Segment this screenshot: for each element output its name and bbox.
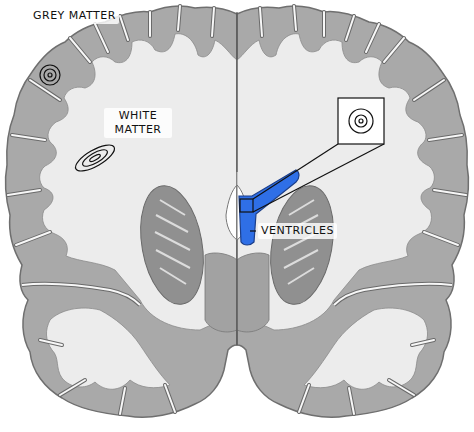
white-matter-symbol: [72, 140, 118, 176]
leader-line: [250, 230, 256, 231]
region-label: WHITE MATTER: [104, 108, 172, 138]
region-label: VENTRICLES: [258, 223, 337, 239]
region-label: GREY MATTER: [30, 8, 119, 24]
grey-matter-symbol: [40, 65, 60, 85]
midline: [236, 12, 237, 345]
left-hemisphere: [6, 6, 237, 417]
zoom-callout: [240, 98, 384, 212]
right-hemisphere: [237, 6, 468, 417]
